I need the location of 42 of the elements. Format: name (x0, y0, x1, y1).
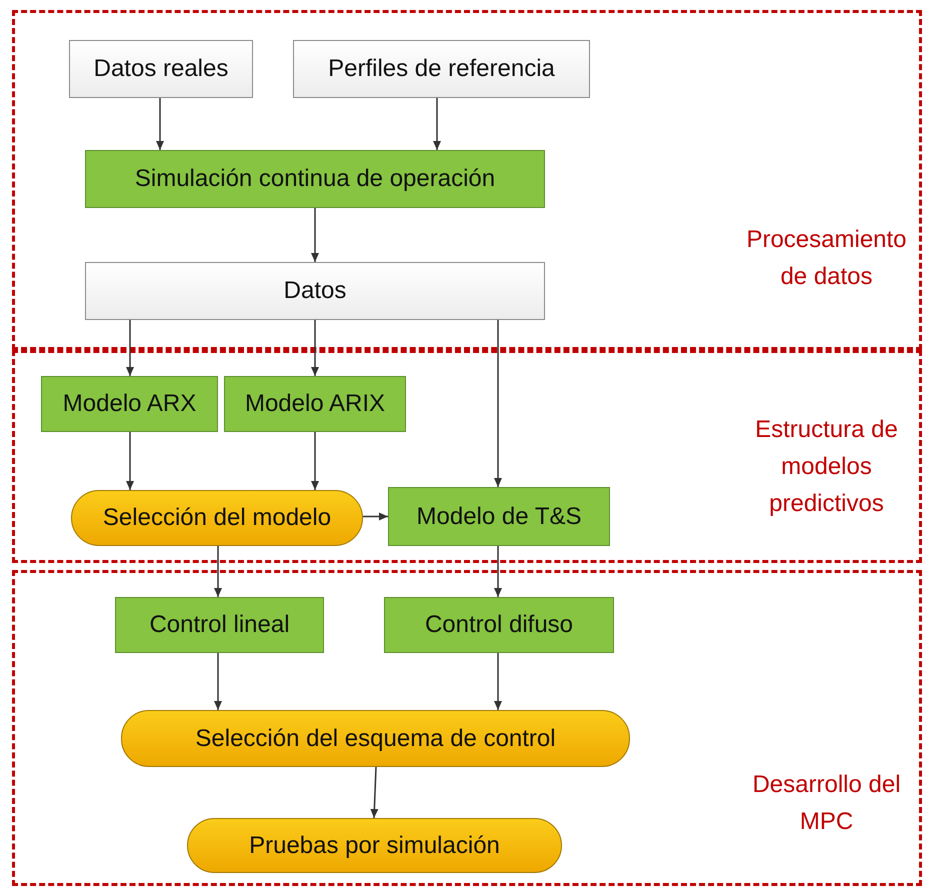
arrow (363, 512, 388, 520)
node-label: Perfiles de referencia (328, 55, 555, 83)
node-label: Modelo ARIX (244, 390, 386, 418)
process-box (85, 262, 545, 320)
process-box (69, 40, 253, 98)
process-box (85, 150, 545, 208)
node-label: Control difuso (424, 611, 574, 639)
arrow (311, 320, 319, 376)
arrow (214, 546, 222, 597)
arrow (214, 653, 222, 710)
process-box (384, 597, 614, 653)
process-box (41, 376, 218, 432)
process-pill (121, 710, 630, 767)
group-label: Procesamiento de datos (745, 225, 908, 292)
arrow (126, 320, 134, 376)
node-label: Selección del esquema de control (195, 724, 556, 752)
node-label: Datos reales (94, 55, 228, 83)
arrow (494, 546, 502, 597)
process-box (293, 40, 590, 98)
arrow (156, 98, 164, 150)
process-box (115, 597, 324, 653)
node-label: Datos (284, 277, 346, 305)
node-label: Modelo de T&S (416, 502, 582, 530)
group-band (12, 570, 922, 886)
node-label: Pruebas por simulación (249, 832, 500, 860)
group-label: Desarrollo del MPC (751, 770, 902, 837)
arrow (494, 653, 502, 710)
node-label: Simulación continua de operación (134, 165, 496, 193)
group-label: Estructura de modelos predictivos (754, 415, 899, 519)
arrow (311, 208, 319, 262)
node-label: Modelo ARX (62, 390, 196, 418)
process-box (388, 487, 610, 546)
group-band (12, 10, 922, 350)
group-band (12, 350, 922, 563)
process-box (224, 376, 406, 432)
arrow (370, 766, 378, 818)
node-label: Control lineal (149, 611, 290, 639)
arrow (433, 98, 441, 150)
arrow (126, 432, 134, 490)
arrow (311, 432, 319, 490)
arrow (494, 320, 502, 487)
node-label: Selección del modelo (102, 504, 332, 532)
